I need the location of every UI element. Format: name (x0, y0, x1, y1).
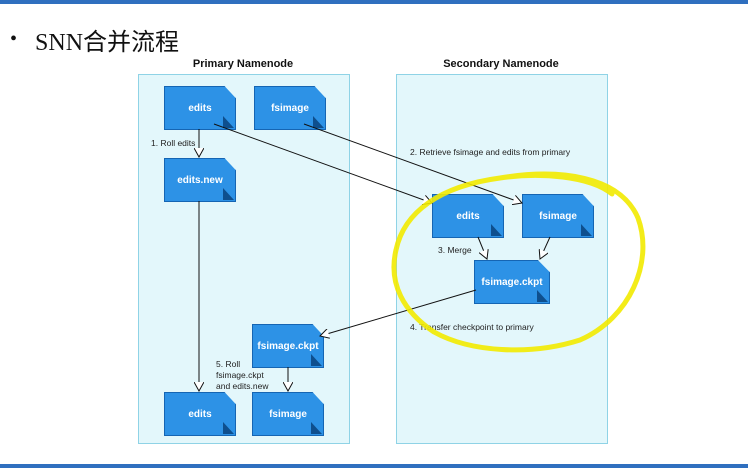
fold-icon (223, 116, 234, 128)
bottom-accent-bar (0, 464, 748, 468)
fold-icon (311, 422, 322, 434)
step-5-label-line1: 5. Roll (216, 359, 241, 369)
secondary-namenode-title: Secondary Namenode (443, 58, 559, 70)
top-accent-bar (0, 0, 748, 4)
primary-edits-node: edits (164, 86, 236, 130)
bullet-icon: • (10, 27, 18, 50)
fold-icon (223, 422, 234, 434)
step-5-label-line2: fsimage.ckpt (216, 370, 264, 380)
step-1-label: 1. Roll edits (151, 138, 196, 148)
step-3-label: 3. Merge (438, 245, 472, 255)
fold-icon (313, 116, 324, 128)
primary-namenode-title: Primary Namenode (192, 58, 294, 70)
step-2-label: 2. Retrieve fsimage and edits from prima… (410, 147, 571, 157)
step-4-label: 4. Transfer checkpoint to primary (410, 322, 534, 332)
step-5-label-line3: and edits.new (216, 381, 269, 391)
secondary-namenode-panel (396, 74, 608, 444)
fold-icon (311, 354, 322, 366)
slide-title: • SNN合并流程 (10, 22, 179, 56)
slide-title-text: SNN合并流程 (35, 29, 180, 56)
